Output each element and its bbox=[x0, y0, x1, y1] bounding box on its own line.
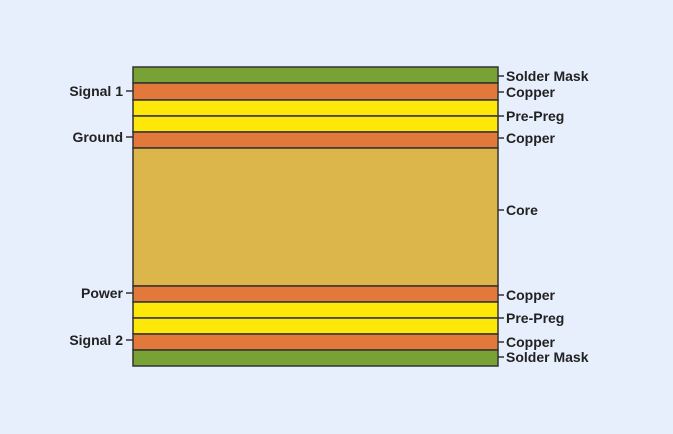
copper-layer bbox=[132, 131, 499, 149]
layer-label-solder-mask: Solder Mask bbox=[506, 68, 589, 84]
layer-label-copper: Copper bbox=[506, 84, 556, 100]
pre-preg-layer bbox=[132, 99, 499, 117]
copper-layer bbox=[132, 333, 499, 351]
copper-layer bbox=[132, 82, 499, 101]
pre-preg-layer bbox=[132, 115, 499, 133]
solder-mask-layer bbox=[132, 66, 499, 84]
net-label-power: Power bbox=[81, 285, 124, 301]
layer-stack bbox=[132, 66, 499, 367]
layer-label-solder-mask: Solder Mask bbox=[506, 349, 589, 365]
pre-preg-layer bbox=[132, 301, 499, 319]
layer-labels: Solder MaskCopperPre-PregCopperCoreCoppe… bbox=[498, 68, 589, 365]
layer-label-copper: Copper bbox=[506, 334, 556, 350]
solder-mask-layer bbox=[132, 349, 499, 367]
layer-label-pre-preg: Pre-Preg bbox=[506, 310, 564, 326]
core-layer bbox=[132, 147, 499, 287]
layer-label-copper: Copper bbox=[506, 287, 556, 303]
layer-label-pre-preg: Pre-Preg bbox=[506, 108, 564, 124]
net-label-ground: Ground bbox=[72, 129, 123, 145]
net-label-signal-2: Signal 2 bbox=[69, 332, 123, 348]
pre-preg-layer bbox=[132, 317, 499, 335]
layer-label-copper: Copper bbox=[506, 130, 556, 146]
copper-layer bbox=[132, 285, 499, 303]
net-label-signal-1: Signal 1 bbox=[69, 83, 123, 99]
layer-label-core: Core bbox=[506, 202, 538, 218]
